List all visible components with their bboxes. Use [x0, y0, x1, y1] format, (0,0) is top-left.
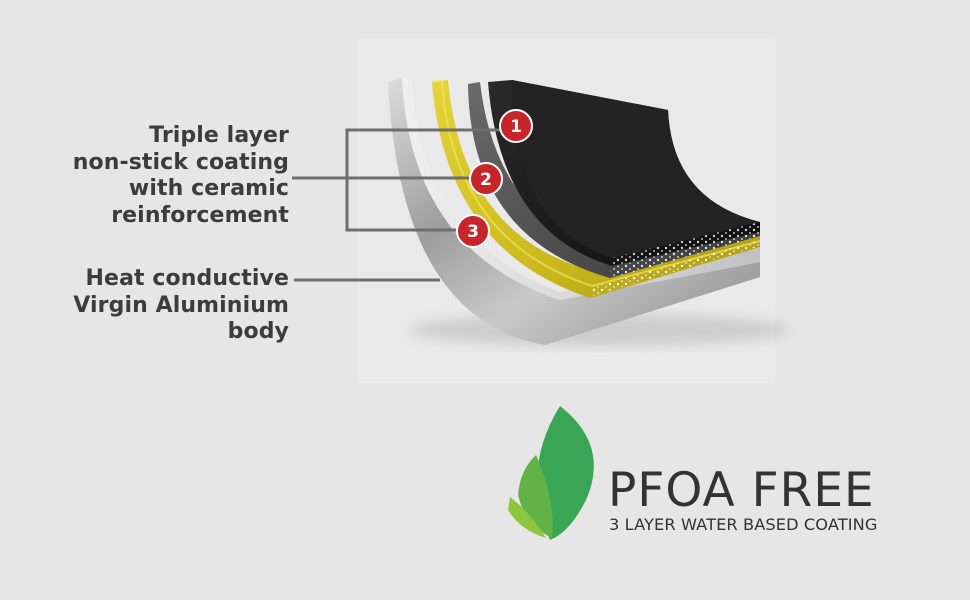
svg-text:2: 2 — [480, 170, 492, 190]
body-callout-line: body — [227, 319, 289, 344]
coating-bracket-line — [292, 128, 500, 180]
body-callout-label: Heat conductive Virgin Aluminium body — [73, 266, 289, 346]
aluminium-body-layer — [388, 78, 760, 345]
layer-marker-2: 2 — [469, 162, 503, 196]
leader-lines — [292, 128, 500, 282]
yellow-coating-layer — [431, 79, 761, 298]
coating-callout-label: Triple layer non-stick coating with cera… — [73, 123, 289, 229]
layer-marker-3: 3 — [456, 214, 490, 248]
coating-bracket-line-3 — [345, 178, 460, 232]
black-coating-layer — [488, 80, 760, 266]
grey-coating-layer — [468, 82, 760, 278]
coating-callout-line: reinforcement — [111, 202, 289, 228]
logo-subtitle: 3 LAYER WATER BASED COATING — [609, 515, 878, 534]
body-callout-line: Heat conductive — [85, 266, 289, 291]
body-callout-line: Virgin Aluminium — [73, 292, 289, 318]
logo-title: PFOA FREE — [608, 463, 875, 518]
coating-callout-line: Triple layer — [149, 123, 289, 148]
layer-marker-1: 1 — [499, 109, 533, 143]
coating-callout-line: with ceramic — [128, 176, 289, 201]
coating-callout-line: non-stick coating — [72, 149, 289, 175]
svg-text:3: 3 — [467, 222, 479, 242]
svg-text:1: 1 — [510, 117, 522, 137]
leaf-icon — [508, 406, 594, 540]
